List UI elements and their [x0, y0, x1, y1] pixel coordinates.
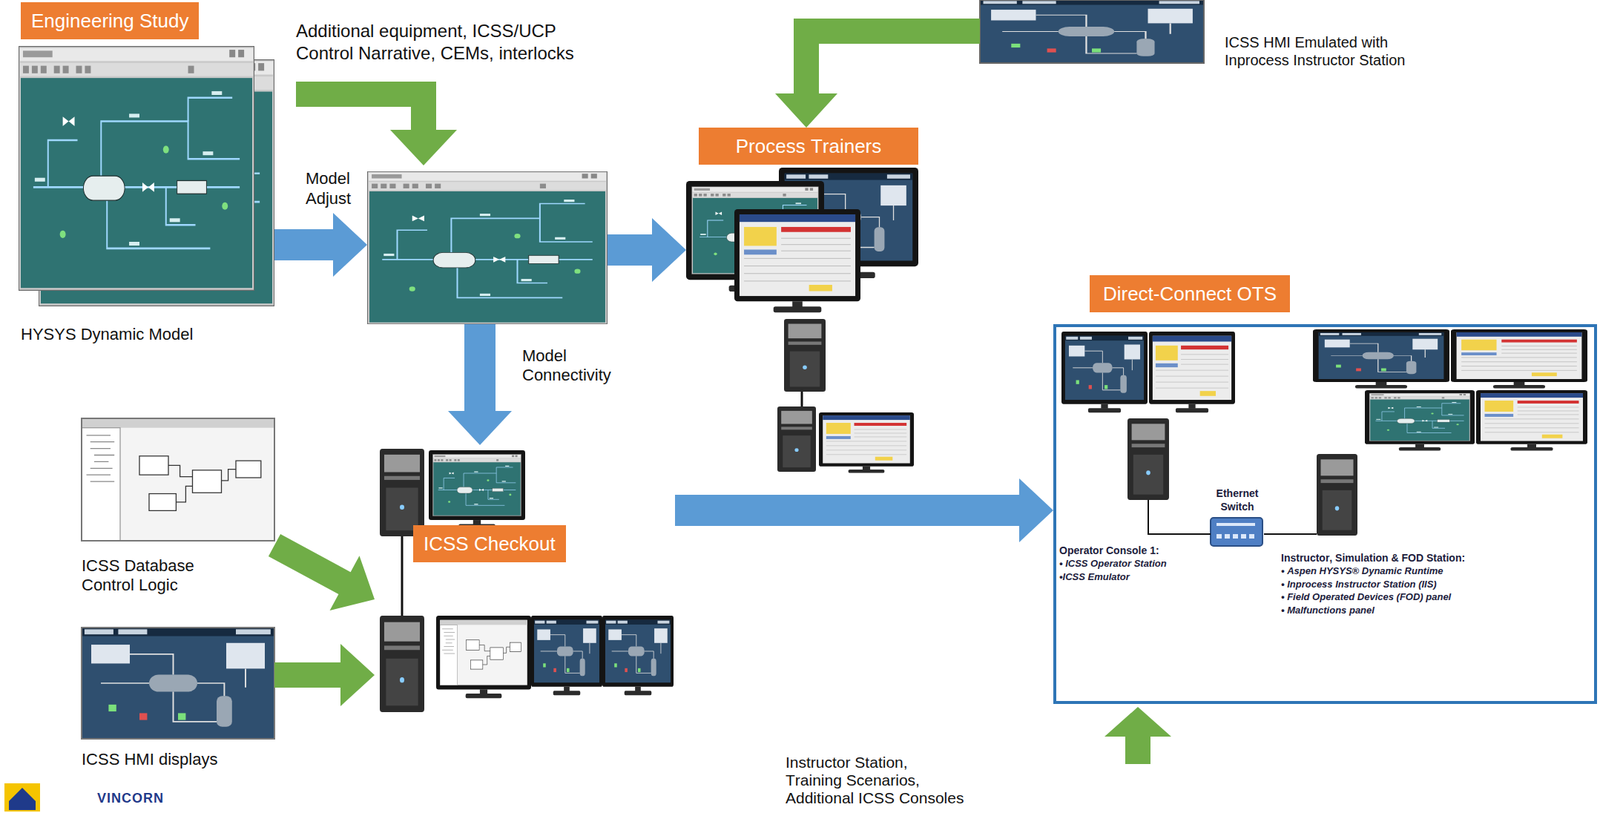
monitor	[436, 615, 532, 699]
text-slot: Process Trainers	[698, 127, 919, 165]
model-screenshot	[367, 171, 608, 325]
console-text: Instructor, Simulation & FOD Station:	[1281, 551, 1465, 565]
text-slot: Operator Console 1:• ICSS Operator Stati…	[1059, 543, 1167, 584]
console-text: • ICSS Operator Station	[1059, 557, 1167, 571]
caption: HYSYS Dynamic Model	[20, 324, 193, 345]
caption: ICSS HMI Emulated with Inprocess Instruc…	[1224, 33, 1448, 69]
text-slot: ICSS HMI Emulated with Inprocess Instruc…	[1224, 33, 1448, 69]
input-arrow	[1104, 706, 1172, 765]
flow-arrow	[448, 324, 512, 446]
instructor-station: Instructor, Simulation & FOD Station:• A…	[1277, 327, 1594, 640]
hmi-screenshot	[81, 627, 275, 739]
caption: Instructor Station, Training Scenarios, …	[785, 753, 967, 808]
input-arrow	[274, 643, 375, 707]
monitor	[1450, 329, 1588, 389]
text-slot: ICSS HMI displays	[81, 749, 218, 770]
flow-arrow	[675, 478, 1054, 543]
monitor	[531, 615, 603, 696]
text-slot: Ethernet Switch	[1210, 486, 1264, 514]
hmi-screenshot	[979, 0, 1204, 64]
text-slot: Model Connectivity	[520, 346, 619, 386]
logo-mark	[8, 787, 36, 811]
monitor	[602, 615, 674, 696]
text-slot: Direct-Connect OTS	[1089, 275, 1290, 313]
text-slot: VINCORN	[97, 790, 164, 807]
screenshot-frame	[81, 418, 275, 541]
screenshot-frame	[81, 627, 275, 739]
console-text: • Malfunctions panel	[1281, 603, 1465, 618]
monitor	[1061, 331, 1148, 413]
stage-tab: Engineering Study	[20, 2, 199, 40]
monitor	[1364, 390, 1475, 451]
cable	[1148, 499, 1184, 535]
console-text: • Aspen HYSYS® Dynamic Runtime	[1281, 564, 1465, 578]
icss-checkout: ICSS Checkout	[374, 445, 676, 735]
console-text: • Field Operated Devices (FOD) panel	[1281, 590, 1465, 604]
operator-console: Operator Console 1:• ICSS Operator Stati…	[1057, 330, 1184, 598]
network-cable	[1183, 533, 1211, 535]
process-trainers: Process Trainers	[686, 127, 920, 475]
text-slot: Model Adjust	[304, 169, 358, 209]
monitor	[1476, 390, 1588, 451]
icss-database: ICSS Database Control Logic	[81, 418, 275, 609]
text-slot: Instructor, Simulation & FOD Station:• A…	[1281, 551, 1465, 617]
input-arrow	[775, 18, 980, 128]
caption: ICSS HMI displays	[81, 749, 218, 770]
text-slot: Engineering Study	[20, 2, 199, 40]
console-text: • Inprocess Instructor Station (IIS)	[1281, 577, 1465, 592]
text-slot: ICSS Database Control Logic	[81, 556, 204, 596]
flow-arrow	[274, 212, 368, 277]
monitor	[1312, 329, 1450, 389]
ethernet-switch: Ethernet Switch	[1210, 485, 1264, 549]
emulated-hmi: ICSS HMI Emulated with Inprocess Instruc…	[979, 0, 1204, 64]
pc-tower	[784, 318, 826, 392]
switch-icon	[1210, 517, 1263, 546]
cable	[801, 391, 804, 407]
text-slot: HYSYS Dynamic Model	[20, 324, 193, 345]
text-slot: Additional equipment, ICSS/UCP Control N…	[295, 20, 608, 65]
input-arrow	[268, 534, 375, 611]
pc-tower	[1127, 418, 1170, 500]
logic-screenshot	[81, 418, 275, 541]
cable	[401, 536, 404, 616]
model-screenshot	[18, 45, 255, 291]
caption: Additional equipment, ICSS/UCP Control N…	[295, 20, 608, 65]
switch-ports	[1216, 522, 1256, 539]
ots-panel: Direct-Connect OTSInstructor Station, Tr…	[1053, 324, 1598, 704]
switch-label: Ethernet Switch	[1210, 486, 1264, 514]
input-arrow	[295, 81, 457, 166]
logo-text: VINCORN	[97, 790, 164, 807]
console-text: •ICSS Emulator	[1059, 570, 1167, 584]
cable	[1277, 533, 1317, 535]
console-text: Operator Console 1:	[1059, 543, 1167, 558]
engineering-study: Engineering StudyHYSYS Dynamic Model	[18, 45, 275, 358]
pc-tower	[1316, 453, 1358, 536]
text-slot: ICSS Checkout	[413, 525, 566, 563]
icss-hmi-displays: ICSS HMI displays	[81, 627, 275, 776]
edge-label: Model Adjust	[304, 169, 358, 209]
screenshot-frame	[979, 0, 1204, 64]
monitor	[818, 412, 914, 473]
stage-tab: Process Trainers	[698, 127, 919, 165]
caption: ICSS Database Control Logic	[81, 556, 204, 596]
monitor	[428, 450, 526, 529]
edge-label: Model Connectivity	[520, 346, 619, 386]
logo-mark	[4, 783, 41, 812]
network-cable	[1263, 533, 1278, 535]
stage-tab: ICSS Checkout	[413, 525, 566, 563]
monitor	[734, 209, 861, 313]
pc-tower	[379, 615, 425, 713]
pc-tower	[379, 448, 425, 537]
stage-tab: Direct-Connect OTS	[1089, 275, 1290, 313]
monitor	[1149, 331, 1236, 413]
text-slot: Instructor Station, Training Scenarios, …	[785, 753, 967, 808]
flow-arrow	[607, 218, 687, 282]
pc-tower	[777, 406, 816, 472]
adjusted-model: Additional equipment, ICSS/UCP Control N…	[367, 171, 608, 325]
